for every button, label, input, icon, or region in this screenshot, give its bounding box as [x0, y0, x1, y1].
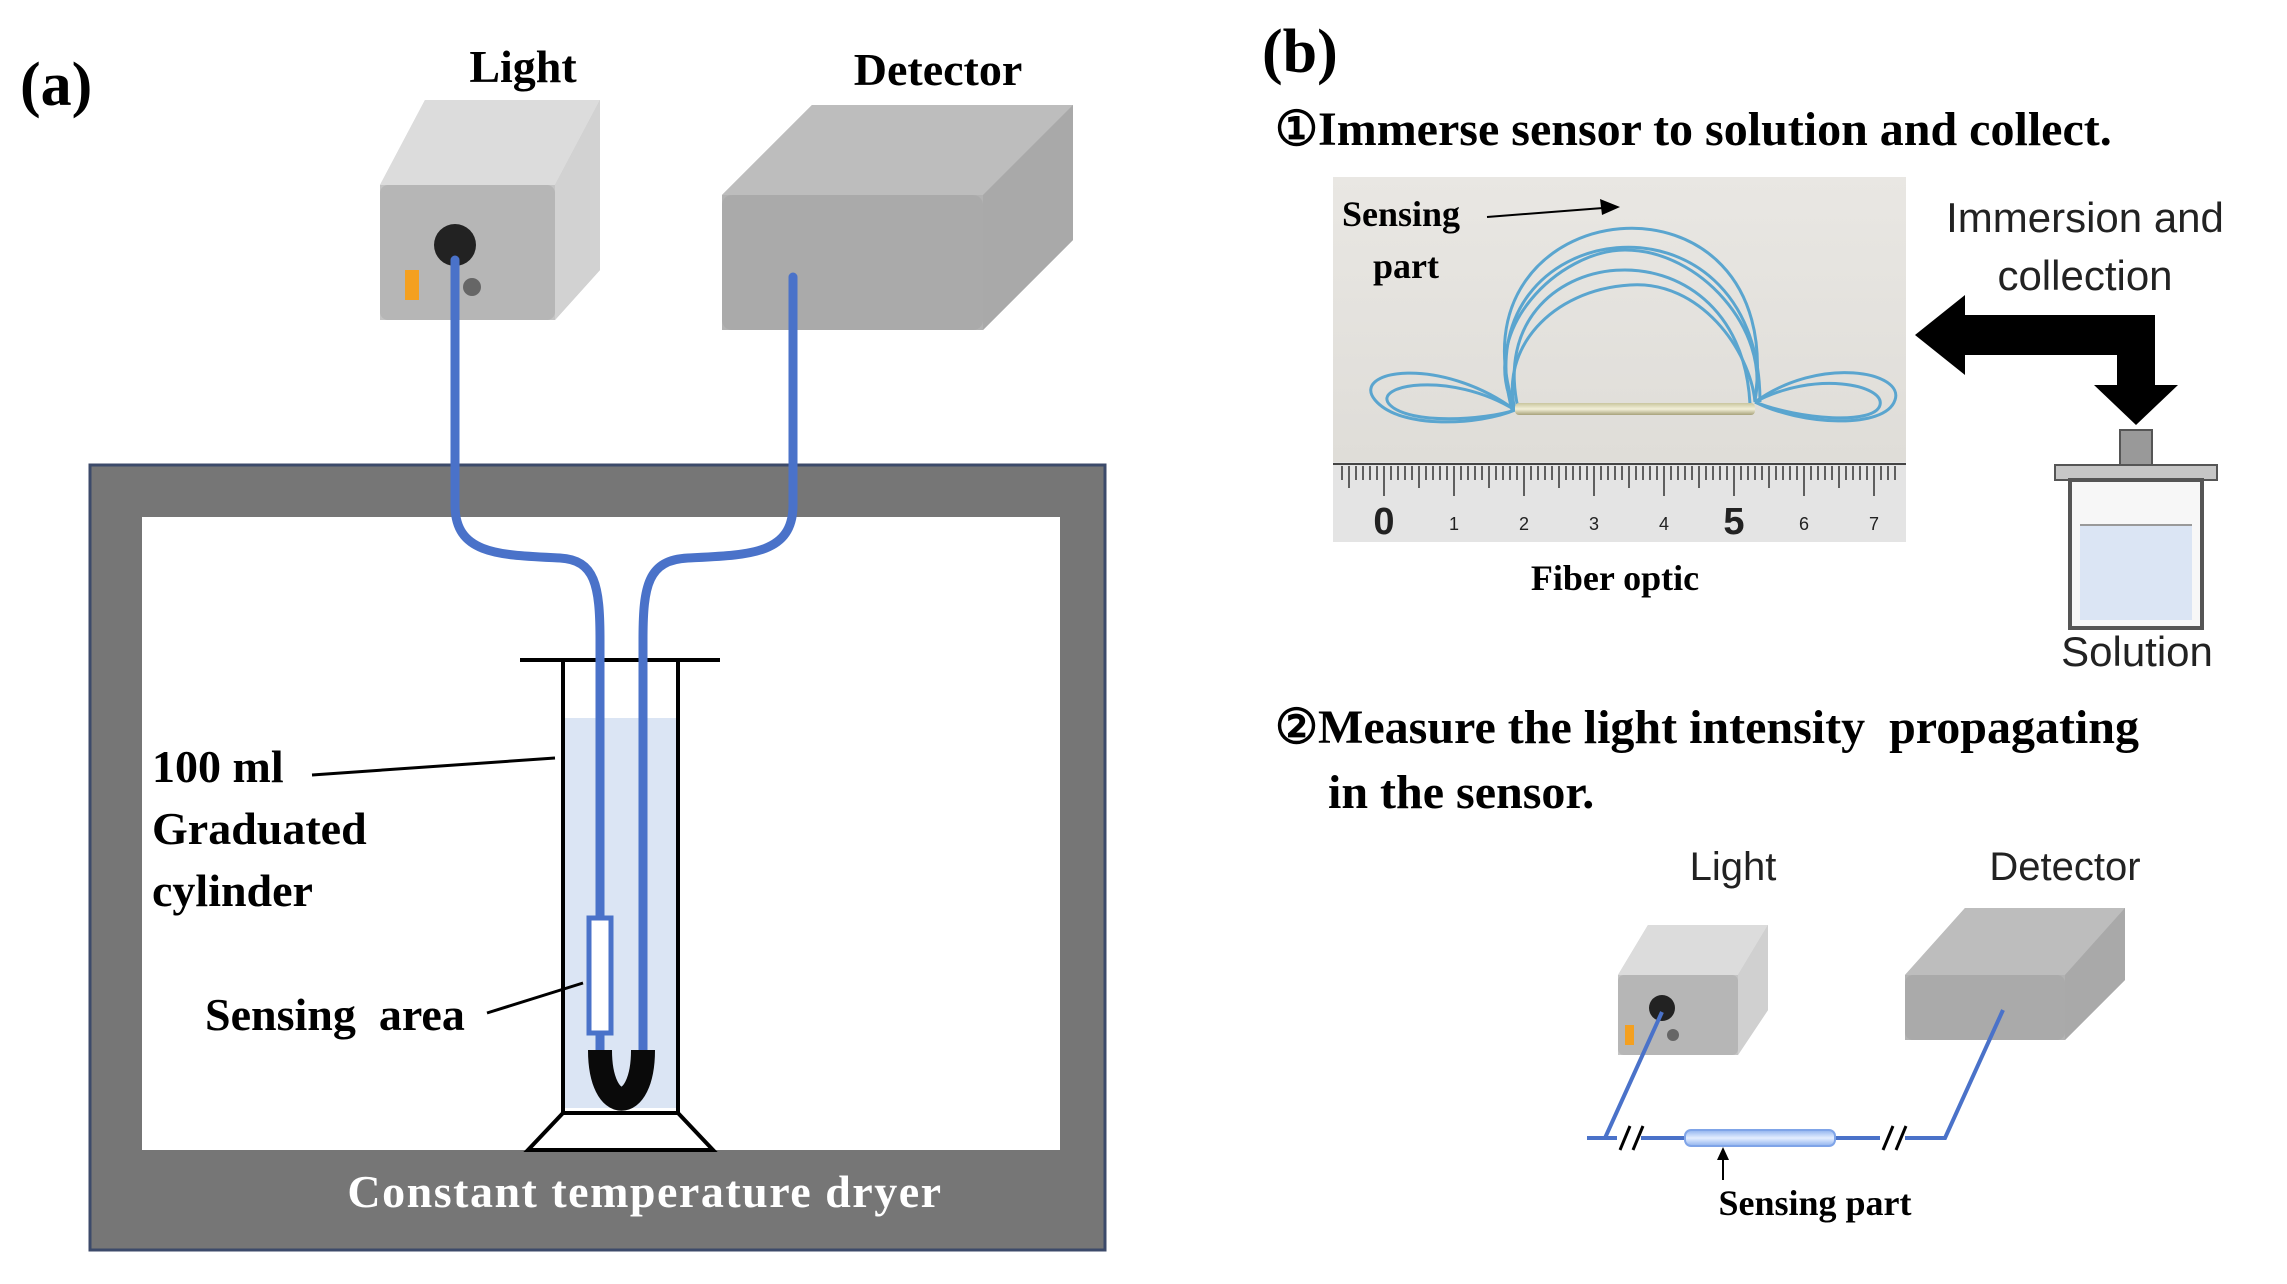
step1-title: ①Immerse sensor to solution and collect. [1275, 103, 2112, 156]
detector-device [722, 105, 1073, 330]
sensing-area-segment [586, 915, 614, 1036]
immersion-arrow-icon [1915, 295, 2178, 425]
fiber-to-detector [638, 272, 798, 1055]
panel-b: (b) ①Immerse sensor to solution and coll… [1262, 18, 2224, 1223]
step2-light-source-device [1618, 925, 1768, 1055]
cylinder-label-line1: 100 ml [152, 741, 284, 792]
light-output-port-icon [434, 224, 476, 266]
fiber-optic-photo: 0 1 2 3 4 5 6 7 Sensing part [1333, 177, 1906, 543]
step2-arrow-head-icon [1717, 1147, 1729, 1160]
detector-label: Detector [854, 44, 1023, 95]
solution-label: Solution [2061, 628, 2213, 675]
solution-container [2054, 429, 2218, 630]
cylinder-label-line3: cylinder [152, 865, 313, 916]
liquid [563, 718, 678, 1108]
step2-title-line2: in the sensor. [1328, 766, 1594, 819]
panel-a: (a) Constant temperature dryer Light Det… [20, 41, 1107, 1252]
panel-a-label: (a) [20, 51, 92, 119]
dryer-label: Constant temperature dryer [347, 1166, 942, 1217]
immersion-label-line2: collection [1997, 252, 2172, 299]
ruler: 0 1 2 3 4 5 6 7 [1333, 462, 1906, 543]
ruler-number-0: 0 [1373, 501, 1394, 543]
fiber-break-marks [1618, 1125, 1908, 1151]
ruler-number-5: 5 [1723, 501, 1744, 543]
fiber-to-light [450, 255, 605, 1055]
ruler-number-1: 1 [1449, 514, 1459, 534]
light-label: Light [469, 41, 577, 92]
sensing-area-label: Sensing area [205, 989, 465, 1040]
fiber-optic-label: Fiber optic [1531, 558, 1699, 598]
cylinder-label-line2: Graduated [152, 803, 367, 854]
immersion-label-line1: Immersion and [1946, 194, 2224, 241]
step2-detector-label: Detector [1989, 845, 2140, 889]
fiber-u-bend [588, 1049, 655, 1111]
arrow-head-icon [1600, 199, 1620, 215]
indicator-led-icon [405, 270, 419, 300]
photo-sensing-part-line2: part [1373, 246, 1439, 286]
step2-fiber [1587, 1009, 2005, 1140]
step2-light-label: Light [1690, 845, 1777, 889]
step2-sensing-part-segment [1684, 1129, 1836, 1147]
fiber-loops [1369, 226, 1898, 424]
step2-sensing-part-label: Sensing part [1718, 1183, 1911, 1223]
ruler-number-7: 7 [1869, 514, 1879, 534]
step2-light-port-icon [1649, 995, 1675, 1021]
ruler-number-3: 3 [1589, 514, 1599, 534]
step2-title-line1: ②Measure the light intensity propagating [1275, 701, 2139, 754]
photo-sensing-tube [1515, 403, 1755, 415]
photo-sensing-part-line1: Sensing [1342, 194, 1460, 234]
panel-b-label: (b) [1262, 18, 1338, 86]
ruler-number-6: 6 [1799, 514, 1809, 534]
step2-indicator-led-icon [1625, 1025, 1634, 1045]
ruler-number-2: 2 [1519, 514, 1529, 534]
light-source-device [380, 100, 600, 320]
graduated-cylinder [520, 658, 720, 1152]
ruler-number-4: 4 [1659, 514, 1669, 534]
step2-detector-device [1905, 908, 2125, 1040]
